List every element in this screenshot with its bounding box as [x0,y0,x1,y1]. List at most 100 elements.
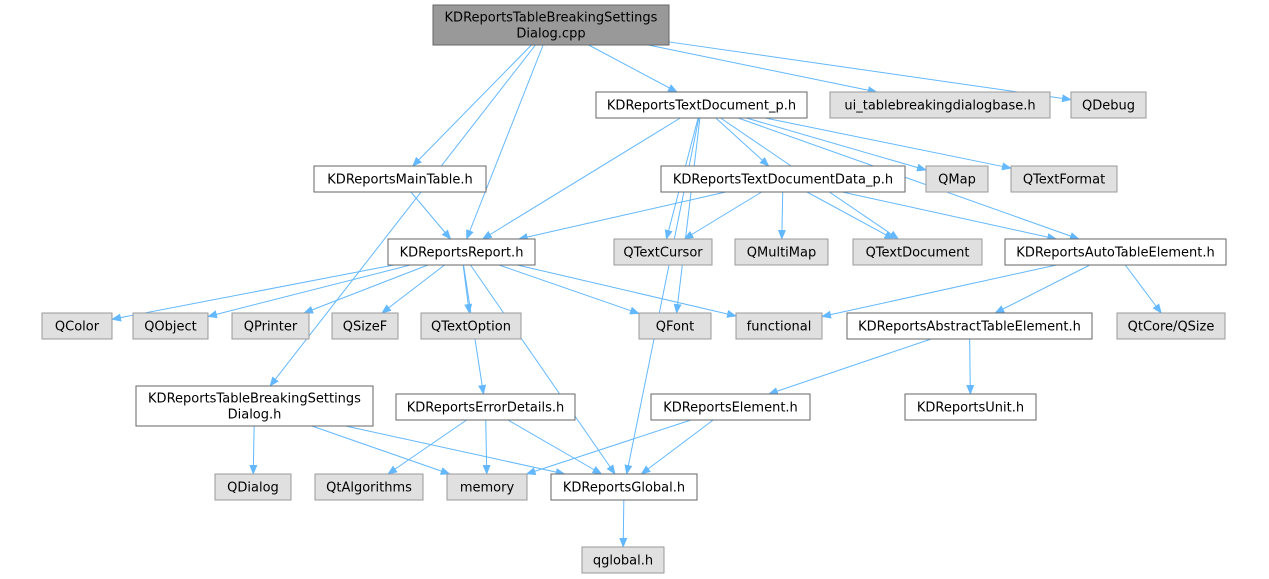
edge-element-to-memory [525,419,692,475]
node-maintable[interactable]: KDReportsMainTable.h [313,165,487,193]
edge-errordetails-to-qtalgorithms [387,419,467,475]
node-report[interactable]: KDReportsReport.h [387,238,536,266]
edge-textdocdata-to-report [517,191,726,241]
edge-textdoc_p-to-qmap [746,117,927,172]
edge-report-to-qsizef [381,264,445,314]
node-qfont[interactable]: QFont [638,312,712,340]
edge-report-to-qcolor [111,264,395,322]
node-qobject[interactable]: QObject [132,312,209,340]
node-box [41,312,113,340]
node-ui_base[interactable]: ui_tablebreakingdialogbase.h [829,91,1051,119]
node-box [446,473,528,501]
node-qtextdocument[interactable]: QTextDocument [852,238,983,266]
edge-root-to-report [466,44,544,240]
edge-report-to-global [470,264,616,475]
node-label: QObject [144,320,197,335]
node-label: QMap [938,173,976,188]
node-label: memory [460,481,515,496]
edge-abstracttable-to-unit [966,338,975,395]
edge-textdoc_p-to-qtextformat [765,117,1012,171]
node-qtextcursor[interactable]: QTextCursor [613,238,713,266]
node-abstracttable[interactable]: KDReportsAbstractTableElement.h [846,312,1093,340]
node-qprinter[interactable]: QPrinter [231,312,310,340]
node-label: functional [747,320,812,335]
node-qmap[interactable]: QMap [925,165,989,193]
node-box [735,312,823,340]
edge-dialog_h-to-memory [311,425,451,475]
node-label: Dialog.h [228,408,282,423]
node-qtalgorithms[interactable]: QtAlgorithms [314,473,424,501]
node-functional[interactable]: functional [735,312,823,340]
node-label: QtCore/QSize [1128,320,1215,335]
node-qtextformat[interactable]: QTextFormat [1010,165,1118,193]
edge-errordetails-to-memory [482,419,491,475]
edge-report-to-qfont [498,264,640,315]
node-memory[interactable]: memory [446,473,528,501]
node-box [395,393,576,421]
node-textdoc_p[interactable]: KDReportsTextDocument_p.h [595,91,808,119]
node-qcolor[interactable]: QColor [41,312,113,340]
edge-autotable-to-abstracttable [994,264,1091,314]
node-box [595,91,808,119]
node-label: QPrinter [244,320,298,335]
node-qmultimap[interactable]: QMultiMap [734,238,829,266]
edge-abstracttable-to-element [767,338,932,395]
node-box [550,473,698,501]
node-qdialog[interactable]: QDialog [214,473,292,501]
node-qdebug[interactable]: QDebug [1070,91,1147,119]
node-qglobal[interactable]: qglobal.h [581,546,665,574]
node-qtextoption[interactable]: QTextOption [420,312,522,340]
edge-textdoc_p-to-qfont [673,117,701,314]
node-textdocdata[interactable]: KDReportsTextDocumentData_p.h [660,165,906,193]
node-label: QTextOption [431,320,511,335]
node-box [1116,312,1226,340]
edge-report-to-qtextoption [462,264,473,314]
node-box [432,4,670,46]
edge-textdoc_p-to-autotable [737,117,1080,240]
node-qsizef[interactable]: QSizeF [331,312,399,340]
node-box [904,393,1037,421]
edge-root-to-qdebug [668,41,1072,103]
node-label: QtAlgorithms [326,481,412,496]
node-box [638,312,712,340]
edge-root-to-maintable [412,44,532,167]
edge-dialog_h-to-global [345,425,566,476]
node-label: QSizeF [343,320,387,335]
node-autotable[interactable]: KDReportsAutoTableElement.h [1004,238,1227,266]
edge-root-to-ui_base [648,44,878,95]
node-box [852,238,983,266]
node-label: QColor [55,320,100,335]
node-label: ui_tablebreakingdialogbase.h [844,99,1035,114]
node-label: KDReportsReport.h [400,246,524,261]
edge-textdoc_p-to-textdocdata [715,117,770,167]
node-label: KDReportsTableBreakingSettings [445,11,658,26]
node-label: KDReportsUnit.h [917,401,1024,416]
node-global[interactable]: KDReportsGlobal.h [550,473,698,501]
edge-textdocdata-to-qtextdocument [806,191,895,240]
edge-maintable-to-report [410,191,452,240]
node-box [734,238,829,266]
node-box [420,312,522,340]
node-box [313,165,487,193]
node-label: KDReportsAutoTableElement.h [1016,246,1214,261]
node-box [387,238,536,266]
edge-element-to-global [640,419,714,475]
edge-report-to-qprinter [303,264,429,314]
node-label: KDReportsErrorDetails.h [407,401,565,416]
node-label: Dialog.cpp [516,27,585,42]
edge-global-to-qglobal [619,499,628,548]
node-element[interactable]: KDReportsElement.h [650,393,811,421]
edge-report-to-qobject [207,264,411,319]
node-qtcore_qsize[interactable]: QtCore/QSize [1116,312,1226,340]
node-box [314,473,424,501]
node-label: QTextCursor [623,246,703,261]
node-errordetails[interactable]: KDReportsErrorDetails.h [395,393,576,421]
edge-textdocdata-to-autotable [842,191,1058,241]
node-unit[interactable]: KDReportsUnit.h [904,393,1037,421]
edge-textdocdata-to-qmultimap [777,191,786,240]
edge-report-to-functional [517,264,737,318]
node-label: KDReportsGlobal.h [563,481,685,496]
